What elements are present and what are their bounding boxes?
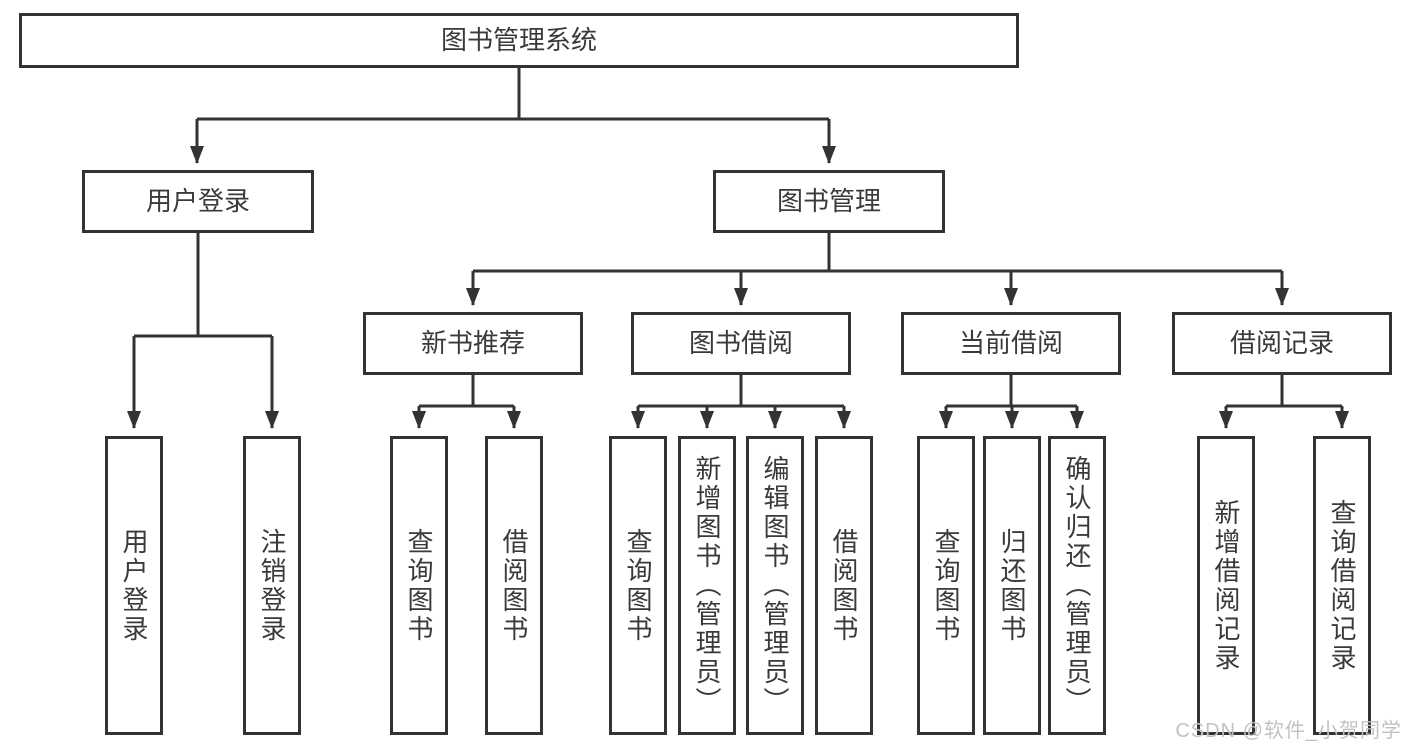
node-book-management: 图书管理 [713, 170, 945, 233]
node-borrowing-records: 借阅记录 [1172, 312, 1392, 375]
node-new-book-recommend: 新书推荐 [363, 312, 583, 375]
leaf-query-borrow-record-label: 查询借阅记录 [1327, 498, 1357, 673]
leaf-confirm-return-admin-label: 确认归还（管理员） [1062, 455, 1092, 716]
leaf-query-borrow-record: 查询借阅记录 [1313, 436, 1371, 735]
leaf-query-books-recommend: 查询图书 [390, 436, 448, 735]
leaf-confirm-return-admin: 确认归还（管理员） [1048, 436, 1106, 735]
leaf-logout-label: 注销登录 [257, 527, 287, 644]
node-book-management-label: 图书管理 [776, 185, 881, 216]
leaf-query-books-borrow-label: 查询图书 [623, 527, 653, 644]
node-current-borrowing: 当前借阅 [901, 312, 1121, 375]
leaf-edit-book-admin: 编辑图书（管理员） [746, 436, 804, 735]
leaf-add-borrow-record-label: 新增借阅记录 [1211, 498, 1241, 673]
node-root: 图书管理系统 [19, 13, 1019, 68]
leaf-query-books-borrow: 查询图书 [609, 436, 667, 735]
leaf-edit-book-admin-label: 编辑图书（管理员） [760, 455, 790, 716]
node-book-borrowing-label: 图书借阅 [688, 327, 793, 358]
leaf-query-books-current-label: 查询图书 [931, 527, 961, 644]
watermark: CSDN @软件_小贺同学 [1175, 720, 1402, 742]
node-borrowing-records-label: 借阅记录 [1229, 327, 1334, 358]
leaf-borrow-books-recommend: 借阅图书 [485, 436, 543, 735]
leaf-query-books-current: 查询图书 [917, 436, 975, 735]
leaf-add-book-admin-label: 新增图书（管理员） [692, 455, 722, 716]
node-current-borrowing-label: 当前借阅 [958, 327, 1063, 358]
leaf-query-books-recommend-label: 查询图书 [404, 527, 434, 644]
leaf-return-book-label: 归还图书 [997, 527, 1027, 644]
node-new-book-recommend-label: 新书推荐 [420, 327, 525, 358]
leaf-logout: 注销登录 [243, 436, 301, 735]
leaf-borrow-books-borrow: 借阅图书 [815, 436, 873, 735]
leaf-add-book-admin: 新增图书（管理员） [678, 436, 736, 735]
leaf-borrow-books-recommend-label: 借阅图书 [499, 527, 529, 644]
node-root-label: 图书管理系统 [440, 24, 597, 55]
node-book-borrowing: 图书借阅 [631, 312, 851, 375]
leaf-user-login: 用户登录 [105, 436, 163, 735]
node-user-login-label: 用户登录 [145, 185, 250, 216]
leaf-user-login-label: 用户登录 [119, 527, 149, 644]
leaf-return-book: 归还图书 [983, 436, 1041, 735]
leaf-borrow-books-borrow-label: 借阅图书 [829, 527, 859, 644]
leaf-add-borrow-record: 新增借阅记录 [1197, 436, 1255, 735]
node-user-login: 用户登录 [82, 170, 314, 233]
